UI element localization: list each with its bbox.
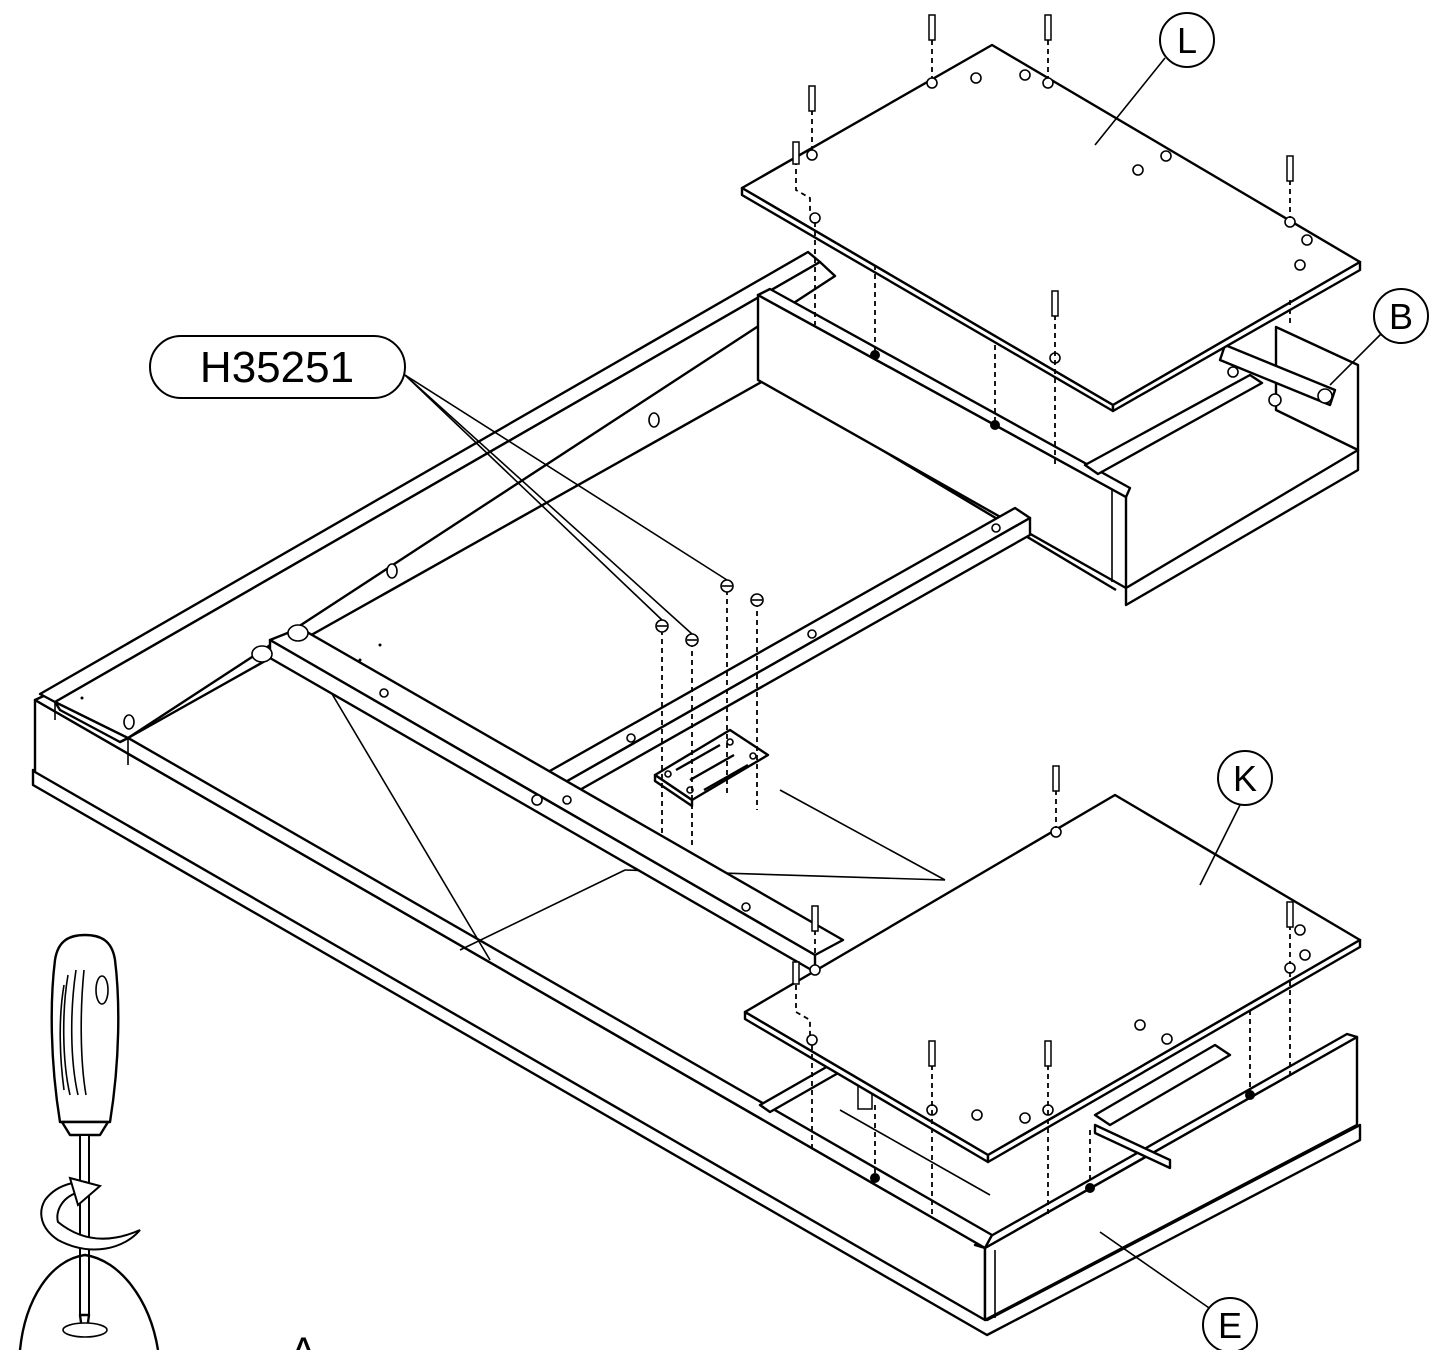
label-K: K bbox=[1217, 750, 1273, 806]
divider-wall bbox=[756, 287, 1360, 607]
frame-base bbox=[31, 250, 1362, 1337]
svg-text:B: B bbox=[1389, 296, 1413, 337]
svg-text:K: K bbox=[1233, 758, 1257, 799]
panel-K-screws bbox=[792, 765, 1294, 1215]
label-B: B bbox=[1329, 288, 1429, 386]
label-E: E bbox=[1099, 1231, 1258, 1353]
screwdriver-icon bbox=[18, 933, 160, 1351]
hardware-leaders bbox=[404, 374, 728, 635]
svg-text:A: A bbox=[290, 1330, 317, 1350]
panel-K bbox=[743, 793, 1362, 1196]
svg-text:L: L bbox=[1177, 20, 1197, 61]
caption-fragment: A bbox=[290, 1330, 317, 1355]
rotation-arrow-icon bbox=[40, 1176, 141, 1251]
cross-beams bbox=[251, 506, 1032, 974]
panel-L-screws bbox=[792, 14, 1294, 465]
svg-text:H35251: H35251 bbox=[200, 343, 354, 392]
svg-text:E: E bbox=[1218, 1305, 1242, 1346]
center-bracket bbox=[653, 728, 770, 808]
hardware-callout: H35251 bbox=[149, 335, 406, 399]
wall-holes bbox=[80, 412, 660, 730]
bracket-screws bbox=[655, 579, 764, 845]
label-L: L bbox=[1159, 12, 1215, 68]
panel-L bbox=[740, 43, 1362, 413]
